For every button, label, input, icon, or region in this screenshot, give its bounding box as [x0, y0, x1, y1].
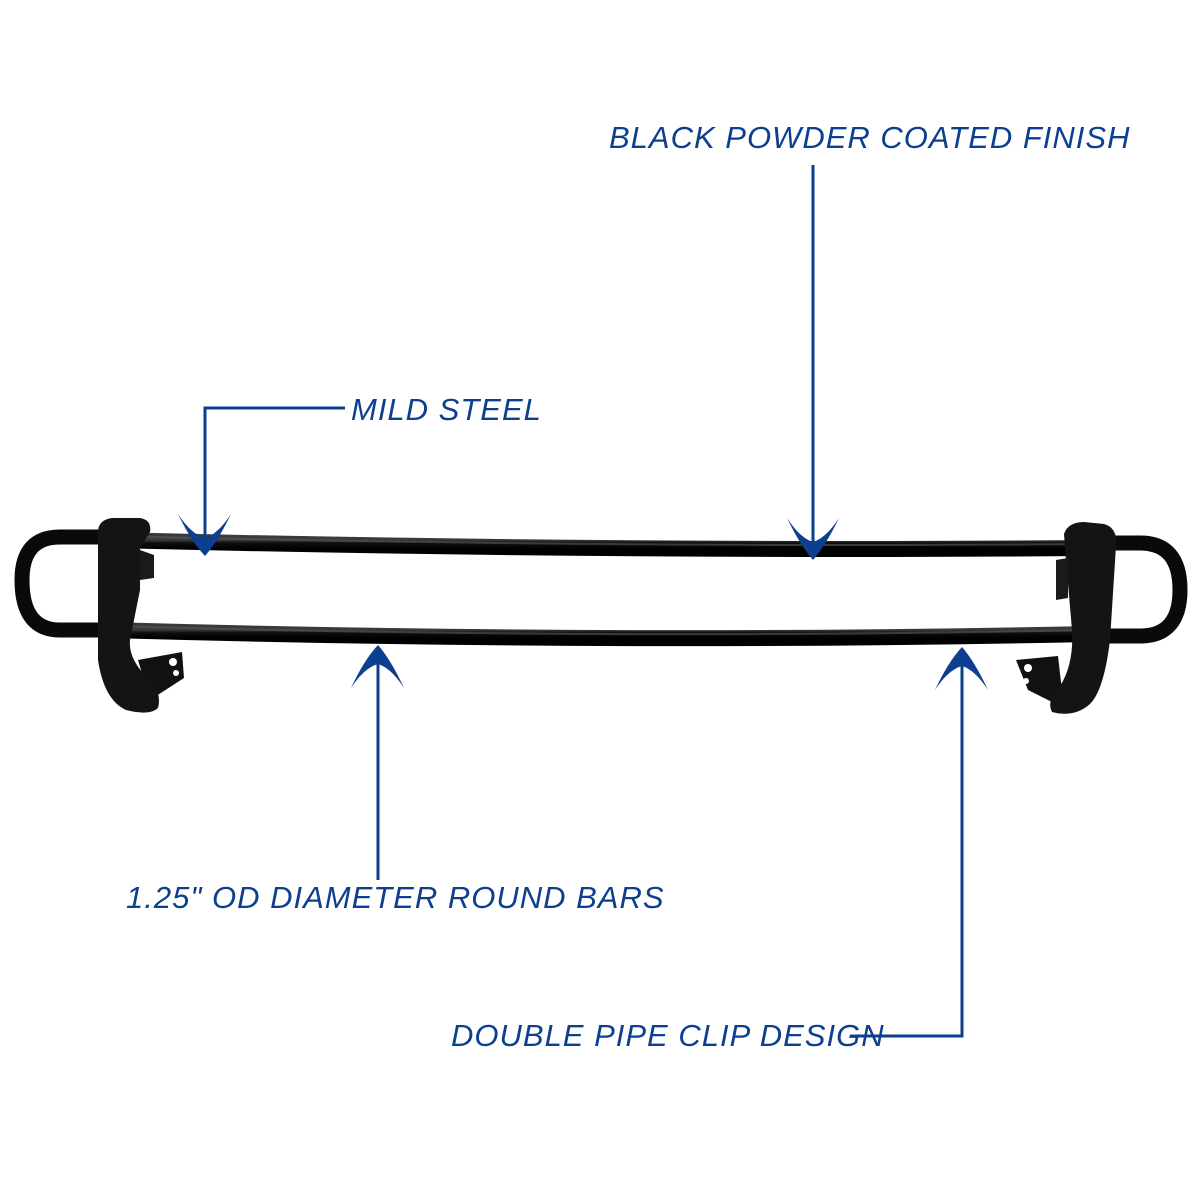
- clip-callout-label: DOUBLE PIPE CLIP DESIGN: [451, 1018, 885, 1053]
- lower-round-bar: [102, 622, 1098, 647]
- bars-callout-label: 1.25" OD DIAMETER ROUND BARS: [126, 880, 665, 915]
- guard-bar-assembly: [14, 518, 1188, 714]
- finish-arrow-icon: [787, 518, 839, 560]
- upper-round-bar: [102, 532, 1098, 557]
- left-pipe-clip: [98, 518, 159, 713]
- finish-callout-label: BLACK POWDER COATED FINISH: [609, 120, 1131, 155]
- bars-arrow-icon: [351, 645, 404, 688]
- material-callout-label: MILD STEEL: [351, 392, 542, 427]
- clip-leader-line: [850, 660, 964, 1038]
- callout-arrowheads: [178, 514, 988, 690]
- left-end-loop: [14, 529, 118, 638]
- clip-arrow-icon: [935, 647, 988, 690]
- steel-arrow-icon: [178, 514, 231, 556]
- right-end-loop: [1082, 535, 1188, 644]
- callout-leader-lines: [203, 165, 964, 1038]
- right-pipe-clip: [1050, 522, 1117, 714]
- steel-leader-line: [203, 406, 345, 540]
